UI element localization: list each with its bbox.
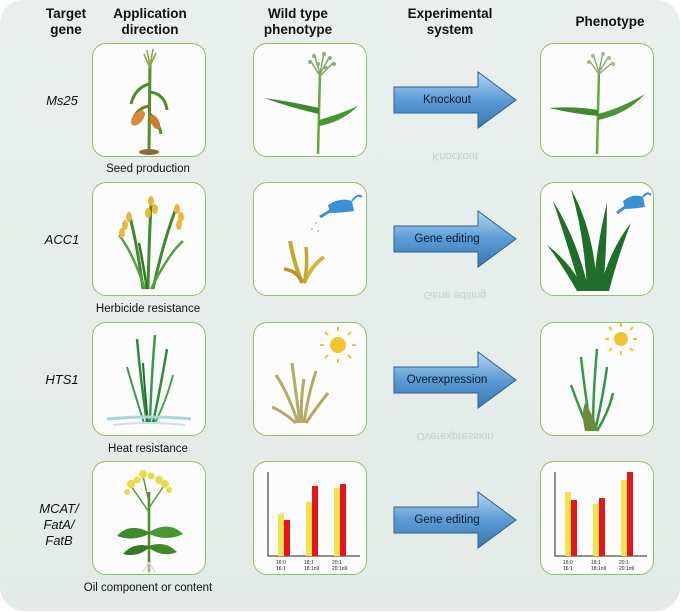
right-arrow-icon	[393, 71, 517, 129]
gene-label-mcat-fata-fatb: MCAT/ FatA/ FatB	[39, 501, 79, 548]
wilted-plant-icon	[283, 194, 363, 284]
application-label-herbicide-resistance: Herbicide resistance	[95, 303, 201, 315]
phenotype-bar-1-red	[571, 500, 577, 556]
header-experimental-system: Experimental system	[407, 6, 493, 37]
paddy-rice-icon	[106, 334, 192, 426]
maize-plant-icon	[129, 48, 169, 155]
maize-tassel-icon	[264, 51, 358, 155]
wild-type-sub-2: 18:1n9	[304, 566, 320, 572]
wild-type-chart: 16:0 16:1 18:1 18:1n9 20:1 20:1n9	[253, 461, 367, 575]
right-arrow-icon	[393, 351, 517, 409]
wild-type-tick-1: 16:0	[276, 560, 286, 566]
header-phenotype: Phenotype	[575, 14, 645, 29]
arrow-label-overexpression: Overexpression	[406, 374, 488, 386]
wild-type-image-row-2	[253, 182, 367, 296]
arrow-gene-editing-2: Gene editing	[392, 490, 518, 550]
rapeseed-plant-icon	[117, 470, 183, 574]
application-label-oil-component: Oil component or content	[83, 582, 213, 594]
phenotype-tick-3: 20:1	[619, 560, 629, 566]
reflection-knockout: Knockout	[432, 150, 478, 162]
wild-type-bar-chart: 16:0 16:1 18:1 18:1n9 20:1 20:1n9	[267, 472, 360, 572]
arrow-label-knockout: Knockout	[423, 94, 471, 106]
phenotype-bar-chart: 16:0 16:1 18:1 18:1n9 20:1 20:1n9	[554, 472, 647, 572]
male-sterile-maize-icon	[549, 51, 645, 155]
phenotype-bar-3-red	[627, 472, 633, 556]
arrow-label-gene-editing-1: Gene editing	[414, 233, 480, 245]
wild-type-bar-3-red	[340, 484, 346, 556]
phenotype-tick-2: 18:1	[591, 560, 601, 566]
phenotype-bar-1-yellow	[565, 492, 571, 556]
wild-type-bar-2-red	[312, 486, 318, 556]
heat-stressed-plant-icon	[271, 327, 356, 425]
header-application-direction: Application direction	[113, 6, 187, 37]
arrow-overexpression: Overexpression	[392, 350, 518, 410]
wild-type-sub-3: 20:1n9	[332, 566, 348, 572]
phenotype-sub-2: 18:1n9	[591, 566, 607, 572]
application-image-rice	[92, 182, 206, 296]
herbicide-resistant-plant-icon	[547, 189, 652, 291]
wild-type-sub-1: 16:1	[276, 566, 286, 572]
phenotype-bar-3-yellow	[621, 480, 627, 556]
wild-type-bar-3-yellow	[334, 488, 340, 556]
right-arrow-icon	[393, 491, 517, 549]
phenotype-sub-1: 16:1	[563, 566, 573, 572]
gene-label-acc1: ACC1	[44, 232, 80, 247]
phenotype-sub-3: 20:1n9	[619, 566, 635, 572]
phenotype-tick-1: 16:0	[563, 560, 573, 566]
phenotype-bar-2-yellow	[593, 504, 599, 556]
header-wild-type-phenotype: Wild type phenotype	[263, 6, 333, 37]
right-arrow-icon	[393, 210, 517, 268]
phenotype-image-row-2	[540, 182, 654, 296]
wild-type-image-row-3	[253, 322, 367, 436]
arrow-label-gene-editing-2: Gene editing	[414, 514, 480, 526]
phenotype-chart: 16:0 16:1 18:1 18:1n9 20:1 20:1n9	[540, 461, 654, 575]
wild-type-tick-3: 20:1	[332, 560, 342, 566]
wild-type-bar-1-yellow	[278, 514, 284, 556]
reflection-gene-editing: Gene editing	[423, 289, 487, 301]
gene-label-hts1: HTS1	[45, 372, 79, 387]
phenotype-image-row-3	[540, 322, 654, 436]
rice-plant-icon	[118, 196, 184, 290]
phenotype-image-row-1	[540, 43, 654, 157]
reflection-overexpression: Overexpression	[416, 430, 494, 442]
phenotype-bar-2-red	[599, 498, 605, 556]
wild-type-bar-2-yellow	[306, 502, 312, 556]
header-target-gene: Target gene	[45, 6, 87, 37]
application-label-seed-production: Seed production	[106, 163, 190, 175]
heat-resistant-plant-icon	[569, 323, 637, 432]
gene-label-ms25: Ms25	[46, 93, 78, 108]
wild-type-image-row-1	[253, 43, 367, 157]
arrow-gene-editing-1: Gene editing	[392, 209, 518, 269]
application-image-maize	[92, 43, 206, 157]
application-label-heat-resistance: Heat resistance	[108, 443, 188, 455]
arrow-knockout: Knockout	[392, 70, 518, 130]
application-image-paddy-rice	[92, 322, 206, 436]
application-image-rapeseed	[92, 461, 206, 575]
wild-type-bar-1-red	[284, 520, 290, 556]
wild-type-tick-2: 18:1	[304, 560, 314, 566]
